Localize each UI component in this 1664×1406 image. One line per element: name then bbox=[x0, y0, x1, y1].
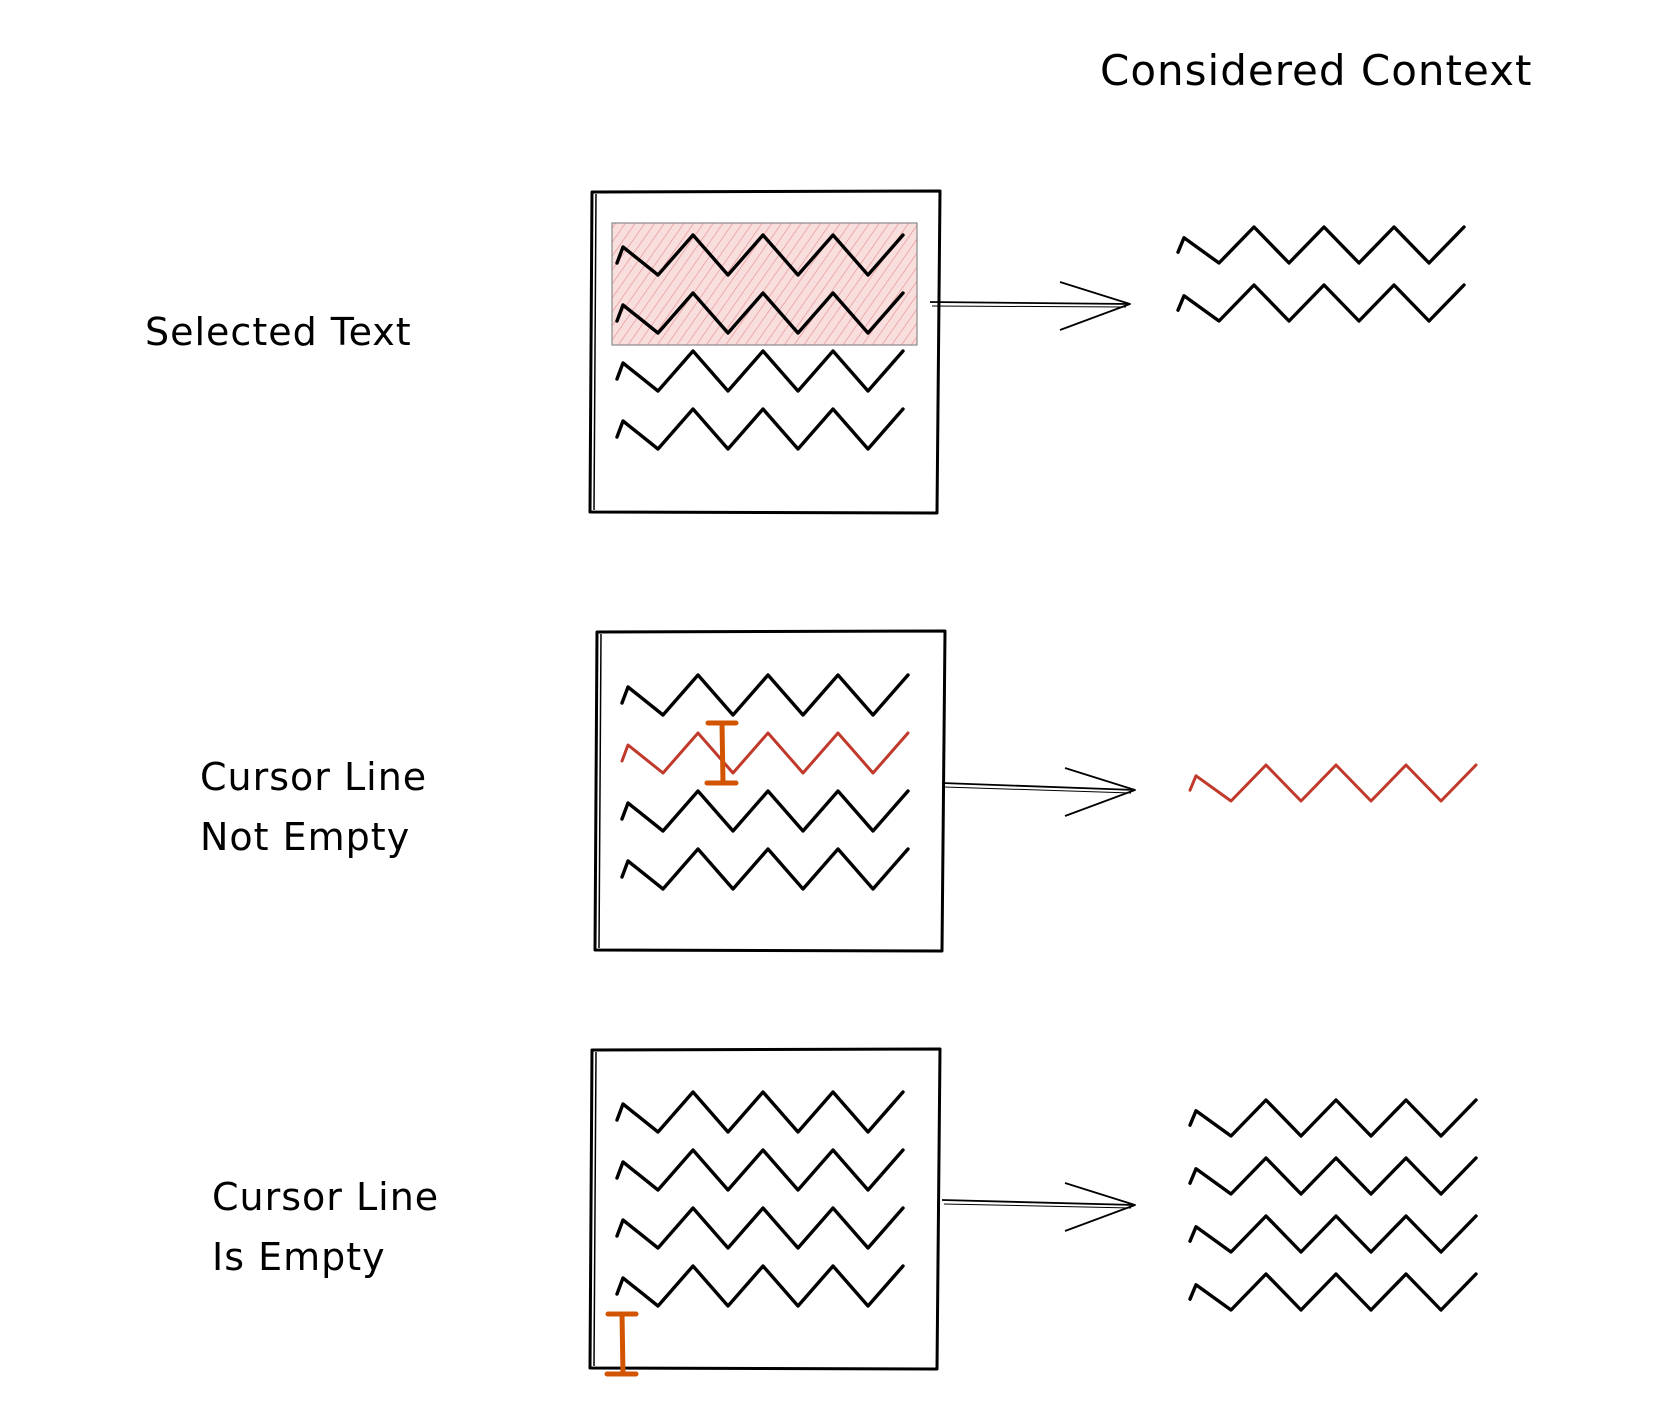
arrow-shaft-stroke bbox=[931, 305, 1127, 308]
arrow-head bbox=[1059, 281, 1131, 331]
text-line bbox=[620, 789, 910, 833]
text-line bbox=[615, 233, 905, 277]
row-label-line: Selected Text bbox=[145, 310, 412, 354]
arrow-head bbox=[1064, 767, 1136, 817]
right-arrow-icon bbox=[929, 281, 1131, 331]
context-line bbox=[1188, 1272, 1478, 1312]
arrow-shaft bbox=[941, 782, 1136, 791]
text-cursor-icon bbox=[604, 1311, 639, 1377]
text-line bbox=[620, 731, 910, 775]
editor-frame bbox=[588, 1047, 942, 1371]
editor-box bbox=[593, 629, 947, 953]
text-line bbox=[615, 407, 905, 451]
row-label-line: Cursor Line bbox=[200, 755, 427, 799]
arrow-head bbox=[1064, 1182, 1136, 1232]
selection-highlight bbox=[611, 222, 918, 346]
text-line bbox=[615, 1090, 905, 1134]
text-line bbox=[615, 291, 905, 335]
row-cursor-line-is-empty: Cursor Line Is Empty bbox=[212, 1047, 1478, 1377]
editor-frame-stroke bbox=[593, 1051, 597, 1367]
row-selected-text: Selected Text bbox=[145, 189, 1466, 515]
context-line bbox=[1188, 1214, 1478, 1254]
text-line bbox=[615, 1206, 905, 1250]
considered-context-heading: Considered Context bbox=[1100, 46, 1532, 95]
row-label-line: Cursor Line bbox=[212, 1175, 439, 1219]
result-context bbox=[1188, 763, 1478, 803]
result-context bbox=[1188, 1098, 1478, 1312]
editor-frame-stroke bbox=[598, 633, 602, 949]
row-label-line: Is Empty bbox=[212, 1235, 386, 1279]
context-line bbox=[1188, 1098, 1478, 1138]
context-line bbox=[1188, 763, 1478, 803]
context-line bbox=[1176, 225, 1466, 265]
right-arrow-icon bbox=[941, 767, 1136, 817]
arrow-shaft bbox=[929, 301, 1131, 305]
context-line bbox=[1188, 1156, 1478, 1196]
editor-box bbox=[588, 1047, 942, 1377]
editor-box bbox=[588, 189, 942, 515]
context-line bbox=[1176, 283, 1466, 323]
text-cursor-icon bbox=[704, 720, 739, 786]
editor-frame bbox=[593, 629, 947, 953]
text-line bbox=[615, 1264, 905, 1308]
editor-frame bbox=[588, 189, 942, 515]
row-label-line: Not Empty bbox=[200, 815, 410, 859]
right-arrow-icon bbox=[941, 1182, 1136, 1232]
text-line bbox=[615, 1148, 905, 1192]
text-line bbox=[615, 349, 905, 393]
arrow-shaft-stroke bbox=[943, 1203, 1132, 1209]
arrow-shaft bbox=[941, 1199, 1136, 1206]
arrow-shaft-stroke bbox=[943, 786, 1132, 794]
editor-frame-stroke bbox=[593, 193, 597, 511]
row-cursor-line-not-empty: Cursor Line Not Empty bbox=[200, 629, 1478, 953]
text-line bbox=[620, 847, 910, 891]
text-line bbox=[620, 673, 910, 717]
result-context bbox=[1176, 225, 1466, 323]
